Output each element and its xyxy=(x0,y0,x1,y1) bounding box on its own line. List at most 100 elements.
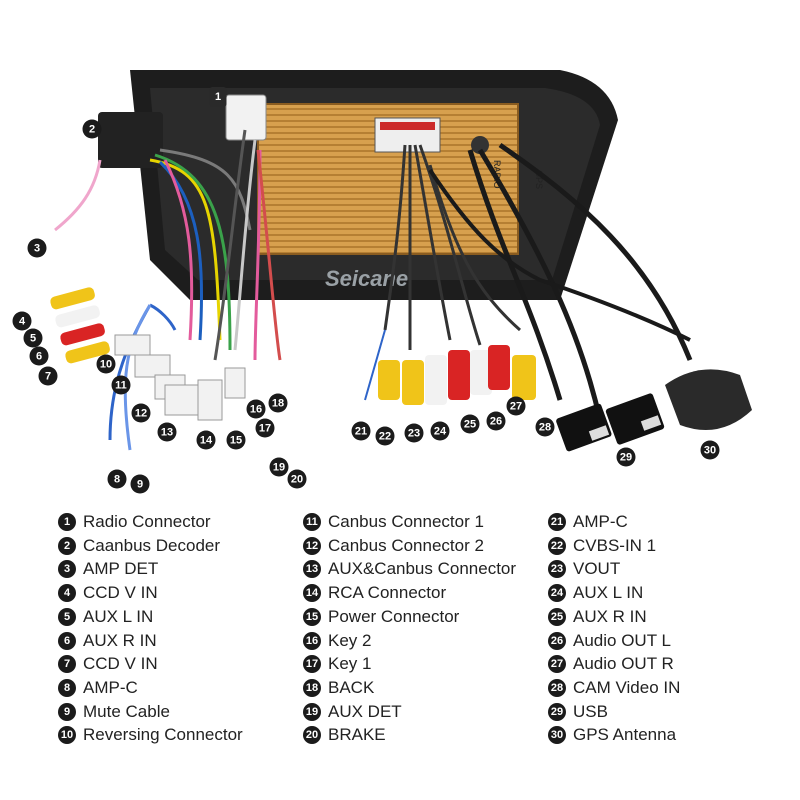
legend-label: Reversing Connector xyxy=(83,725,243,745)
legend-label: AMP-C xyxy=(573,512,628,531)
legend-label: AUX L IN xyxy=(573,583,644,603)
legend-number: 21 xyxy=(548,513,566,531)
legend-item: 30 GPS Antenna xyxy=(548,724,676,746)
brand-watermark: Seicane xyxy=(325,266,408,291)
legend-number: 19 xyxy=(303,702,321,721)
legend-number: 14 xyxy=(303,584,321,603)
legend-number: 28 xyxy=(548,678,566,697)
legend-item: 16 Key 2 xyxy=(303,630,371,652)
callout-1: 1 xyxy=(209,87,227,107)
rca-plugs-left xyxy=(50,287,110,364)
callout-22: 22 xyxy=(375,426,395,446)
callout-28: 28 xyxy=(535,417,555,437)
legend-label: Key 2 xyxy=(328,630,372,650)
callout-18: 18 xyxy=(268,393,288,413)
legend-label: BACK xyxy=(328,677,375,697)
legend-number: 23 xyxy=(548,560,566,579)
legend-item: 19 AUX DET xyxy=(303,701,402,723)
legend-number: 6 xyxy=(58,631,76,650)
legend-label: USB xyxy=(573,701,608,721)
legend-number: 13 xyxy=(303,560,321,579)
callout-24: 24 xyxy=(430,421,450,441)
legend-number: 9 xyxy=(58,702,76,721)
legend-number: 4 xyxy=(58,584,76,603)
callout-11: 11 xyxy=(111,375,131,395)
wiring-photo: RADIO GPS Seicane xyxy=(50,70,752,452)
legend-item: 6 AUX R IN xyxy=(58,630,157,652)
callout-25: 25 xyxy=(460,414,480,434)
legend-label: AUX&Canbus Connector xyxy=(328,559,517,579)
callout-19: 19 xyxy=(269,457,289,477)
callout-30: 30 xyxy=(700,440,720,460)
legend-number: 3 xyxy=(58,560,76,579)
legend-label: CCD V IN xyxy=(83,654,158,674)
callout-13: 13 xyxy=(157,422,177,442)
legend-number: 7 xyxy=(58,655,76,674)
head-unit-illustration: RADIO GPS Seicane xyxy=(50,70,752,452)
legend-label: Radio Connector xyxy=(83,512,211,531)
legend-label: BRAKE xyxy=(328,725,386,745)
legend-item: 9 Mute Cable xyxy=(58,701,170,723)
callout-26: 26 xyxy=(486,411,506,431)
gps-antenna xyxy=(665,369,752,430)
legend-label: GPS Antenna xyxy=(573,725,677,745)
legend-number: 16 xyxy=(303,631,321,650)
radio-connector xyxy=(225,94,267,141)
callout-21: 21 xyxy=(351,421,371,441)
legend-label: VOUT xyxy=(573,559,621,579)
legend-number: 26 xyxy=(548,631,566,650)
legend-label: CVBS-IN 1 xyxy=(573,535,657,555)
legend-number: 1 xyxy=(58,513,76,531)
callout-12: 12 xyxy=(131,403,151,423)
legend-label: AUX R IN xyxy=(83,630,157,650)
legend-number: 22 xyxy=(548,536,566,555)
legend-number: 30 xyxy=(548,726,566,745)
legend-label: AUX DET xyxy=(328,701,402,721)
callout-20: 20 xyxy=(287,469,307,489)
callout-23: 23 xyxy=(404,423,424,443)
usb-plugs xyxy=(556,393,665,452)
callout-10: 10 xyxy=(96,354,116,374)
legend-item: 7 CCD V IN xyxy=(58,653,158,675)
callout-29: 29 xyxy=(616,447,636,467)
legend-item: 22 CVBS-IN 1 xyxy=(548,535,656,557)
legend-label: Audio OUT R xyxy=(573,654,674,674)
legend-item: 23 VOUT xyxy=(548,558,620,580)
legend-number: 27 xyxy=(548,655,566,674)
legend-label: Canbus Connector 2 xyxy=(328,535,484,555)
callout-5: 5 xyxy=(23,328,43,348)
callout-4: 4 xyxy=(12,311,32,331)
legend-label: Mute Cable xyxy=(83,701,170,721)
callout-2: 2 xyxy=(82,119,102,139)
legend-label: CAM Video IN xyxy=(573,677,681,697)
callout-8: 8 xyxy=(107,469,127,489)
legend-label: Canbus Connector 1 xyxy=(328,512,484,531)
legend-item: 26 Audio OUT L xyxy=(548,630,671,652)
white-connector-blocks xyxy=(114,334,246,421)
legend-number: 29 xyxy=(548,702,566,721)
callout-7: 7 xyxy=(38,366,58,386)
legend-label: Audio OUT L xyxy=(573,630,671,650)
legend-number: 5 xyxy=(58,607,76,626)
gps-label: GPS xyxy=(534,170,544,189)
legend-number: 18 xyxy=(303,678,321,697)
legend-label: AMP-C xyxy=(83,677,138,697)
legend-item: 3 AMP DET xyxy=(58,558,158,580)
legend-number: 15 xyxy=(303,607,321,626)
callout-16: 16 xyxy=(246,399,266,419)
legend-number: 20 xyxy=(303,726,321,745)
legend-number: 24 xyxy=(548,584,566,603)
callout-14: 14 xyxy=(196,430,216,450)
legend-label: AMP DET xyxy=(83,559,159,579)
legend-item: 18 BACK xyxy=(303,677,374,699)
legend-label: Caanbus Decoder xyxy=(83,535,221,555)
legend-item: 13 AUX&Canbus Connector xyxy=(303,558,516,580)
